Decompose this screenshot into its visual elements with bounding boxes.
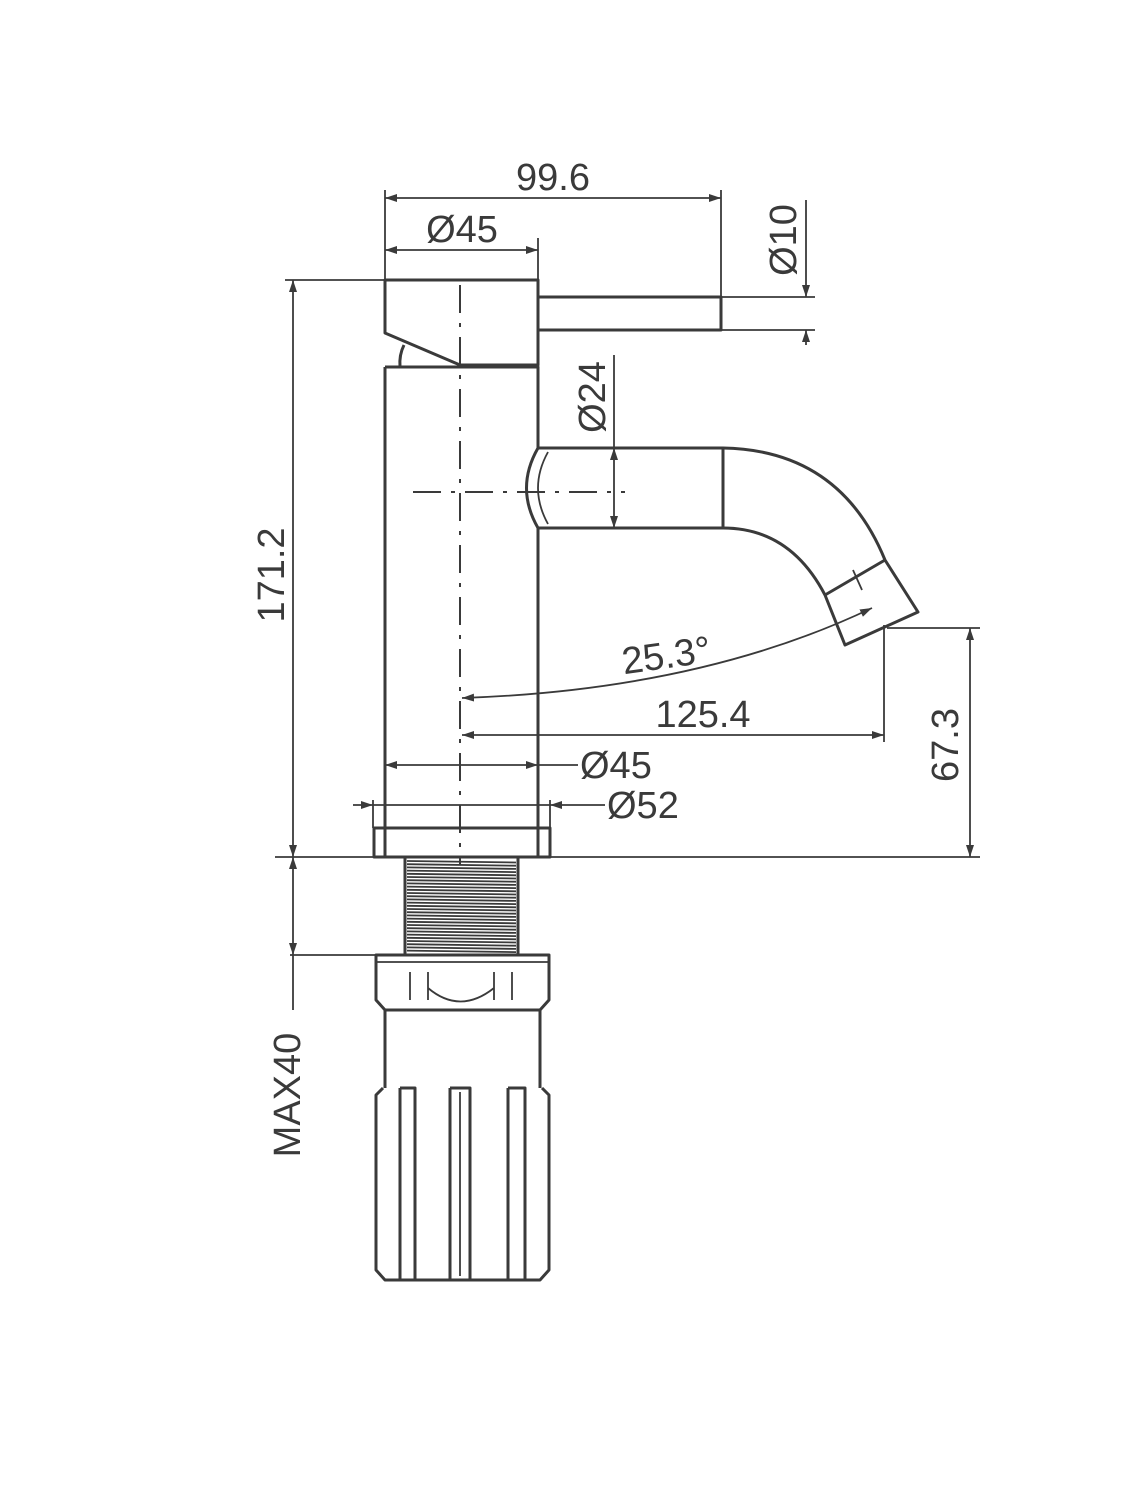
lever xyxy=(538,295,723,332)
label-spout-diameter: Ø24 xyxy=(572,361,614,433)
faucet-body xyxy=(383,365,540,857)
dim-overall-width: 99.6 xyxy=(384,157,722,297)
label-overall-height: 171.2 xyxy=(251,527,293,622)
label-spout-height: 67.3 xyxy=(925,708,967,782)
label-base-diameter: Ø52 xyxy=(607,785,679,827)
spout xyxy=(525,446,920,647)
mounting-nut xyxy=(374,953,551,1282)
threaded-shank xyxy=(403,855,520,957)
label-spout-reach: 125.4 xyxy=(655,694,750,736)
dim-max-deck-thickness: MAX40 xyxy=(267,857,309,1157)
handle-cap xyxy=(383,278,540,368)
dim-spout-angle: 25.3° xyxy=(461,607,873,702)
dim-handle-diameter: Ø45 xyxy=(385,209,539,280)
label-overall-width: 99.6 xyxy=(516,157,590,199)
dim-spout-height: 67.3 xyxy=(887,627,980,857)
base-flange xyxy=(372,826,552,859)
label-max-deck-thickness: MAX40 xyxy=(267,1033,309,1158)
label-lever-diameter: Ø10 xyxy=(763,204,805,276)
dim-body-diameter: Ø45 xyxy=(385,745,652,787)
dim-spout-reach: 125.4 xyxy=(462,625,885,742)
deck-line xyxy=(275,856,980,956)
dim-overall-height: 171.2 xyxy=(251,279,385,857)
dim-base-diameter: Ø52 xyxy=(353,785,679,828)
label-spout-angle: 25.3° xyxy=(619,629,713,683)
dim-spout-diameter: Ø24 xyxy=(572,355,618,528)
label-body-diameter: Ø45 xyxy=(580,745,652,787)
dim-lever-diameter: Ø10 xyxy=(721,200,815,345)
label-handle-diameter: Ø45 xyxy=(426,209,498,251)
